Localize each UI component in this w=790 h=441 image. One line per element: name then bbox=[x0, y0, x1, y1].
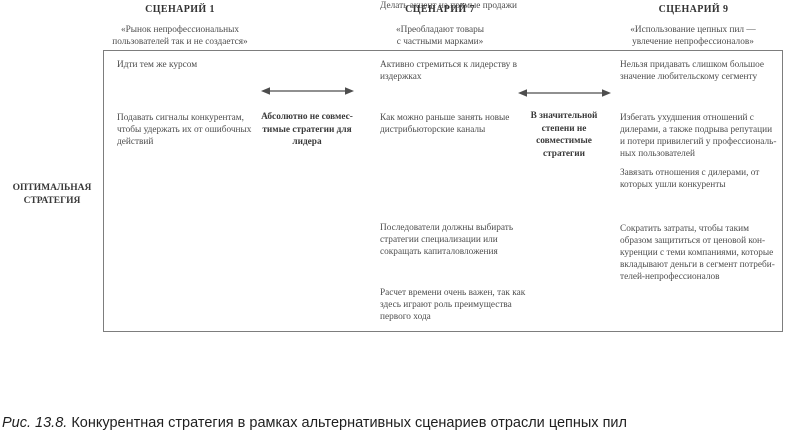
scenario-7-title: СЦЕНАРИЙ 7 bbox=[405, 4, 475, 15]
strategy-cell-s9-1: Нельзя придавать слишком большое значени… bbox=[620, 60, 765, 82]
figure-caption-text: Конкурентная стратегия в рамках альтерна… bbox=[67, 415, 627, 431]
scenario-9-subtitle: «Использование цепных пил — увлечение не… bbox=[630, 25, 756, 47]
strategy-cell-s7-1: Активно стремиться к лидерству в издержк… bbox=[380, 60, 518, 82]
figure-caption: Рис. 13.8. Конкурентная стратегия в рамк… bbox=[2, 415, 627, 431]
strategy-cell-s7-4: Последователи должны выбирать стратегии … bbox=[380, 223, 514, 257]
double-arrow-icon bbox=[518, 89, 611, 97]
scenario-1-subtitle: «Рынок непрофессиональных пользователей … bbox=[112, 25, 248, 47]
optimal-strategy-label: ОПТИМАЛЬНАЯ СТРАТЕГИЯ bbox=[12, 183, 92, 206]
scenario-1-title: СЦЕНАРИЙ 1 bbox=[145, 4, 215, 15]
divider-1-label: Абсолютно не совмес- тимые стратегии для… bbox=[261, 112, 353, 147]
strategy-cell-s9-3: Завязать отношения с дилерами, от которы… bbox=[620, 168, 760, 190]
strategy-cell-s9-2: Избегать ухудшения отношений с дилерами,… bbox=[620, 113, 777, 159]
scenario-9-title: СЦЕНАРИЙ 9 bbox=[658, 4, 729, 15]
strategy-cell-s7-5: Расчет времени очень важен, так как здес… bbox=[380, 288, 526, 322]
strategy-matrix-box bbox=[103, 50, 783, 332]
strategy-cell-s7-3: Делать акцент на прямые продажи bbox=[380, 1, 518, 11]
strategy-cell-s9-4: Сократить затраты, чтобы таким образом з… bbox=[620, 224, 775, 282]
strategy-cell-s1-2: Подавать сигналы конкурентам, чтобы удер… bbox=[117, 113, 252, 147]
strategy-cell-s7-2: Как можно раньше занять новые дистрибьют… bbox=[380, 113, 510, 135]
strategy-cell-s1-1: Идти тем же курсом bbox=[117, 60, 198, 70]
divider-2-label: В значительной степени не совместимые ст… bbox=[530, 111, 598, 159]
scenario-7-subtitle: «Преобладают товары с частными марками» bbox=[396, 25, 484, 47]
double-arrow-icon bbox=[261, 87, 354, 95]
figure-caption-number: Рис. 13.8. bbox=[2, 415, 68, 431]
